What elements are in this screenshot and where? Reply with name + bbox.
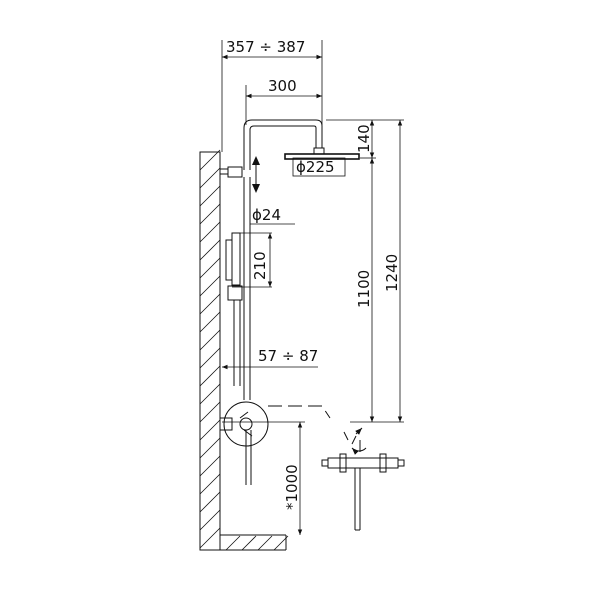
hatch-line xyxy=(199,473,221,495)
install-height-label: *1000 xyxy=(283,464,301,510)
hatch-line xyxy=(199,347,221,369)
wall-hatching xyxy=(199,149,289,551)
hatch-line xyxy=(199,329,221,351)
dimension-wall-offset: 57 ÷ 87 xyxy=(222,347,318,370)
hand-shower-slider xyxy=(225,232,243,386)
overall-height-label: 1240 xyxy=(383,254,401,292)
shower-arm xyxy=(243,119,325,170)
hatch-line xyxy=(225,535,241,551)
dimension-slide-travel: 210 xyxy=(232,232,273,288)
hatch-line xyxy=(199,239,221,261)
hatch-line xyxy=(199,437,221,459)
detail-thermostatic-mixer xyxy=(321,427,405,531)
hatch-line xyxy=(199,365,221,387)
dimension-height-head: 1100 xyxy=(350,158,376,423)
slide-travel-label: 210 xyxy=(251,251,269,280)
dimension-arm-length: 300 xyxy=(245,77,322,125)
hatch-line xyxy=(199,167,221,189)
hatch-line xyxy=(199,419,221,441)
arm-length-label: 300 xyxy=(268,77,297,95)
hatch-line xyxy=(199,275,221,297)
head-diameter-label: ϕ225 xyxy=(296,158,335,176)
hatch-line xyxy=(199,383,221,405)
mixer-valve xyxy=(219,401,269,485)
top-wall-bracket xyxy=(219,156,260,193)
hatch-line xyxy=(199,311,221,333)
riser-bar xyxy=(243,177,251,400)
wall-offset-label: 57 ÷ 87 xyxy=(258,347,318,365)
shower-head: ϕ225 xyxy=(284,153,360,177)
hatch-line xyxy=(273,535,289,551)
head-drop-label: 140 xyxy=(355,124,373,153)
hatch-line xyxy=(241,535,257,551)
bar-diameter-label: ϕ24 xyxy=(252,206,281,224)
dimension-install-height: *1000 xyxy=(222,421,305,535)
hatch-line xyxy=(199,293,221,315)
hatch-line xyxy=(199,221,221,243)
hatch-line xyxy=(199,257,221,279)
wall xyxy=(199,149,289,551)
dimension-top-width: 357 ÷ 387 xyxy=(221,38,323,152)
hatch-line xyxy=(199,509,221,531)
hatch-line xyxy=(257,535,273,551)
hatch-line xyxy=(199,527,221,549)
hatch-line xyxy=(199,491,221,513)
hatch-line xyxy=(199,149,221,171)
hatch-line xyxy=(199,401,221,423)
height-head-label: 1100 xyxy=(355,270,373,308)
dimension-head-drop: 140 xyxy=(326,119,376,159)
hatch-line xyxy=(199,455,221,477)
hatch-line xyxy=(199,185,221,207)
hatch-line xyxy=(199,203,221,225)
dimension-overall-height: 1240 xyxy=(376,119,404,423)
top-width-label: 357 ÷ 387 xyxy=(226,38,305,56)
